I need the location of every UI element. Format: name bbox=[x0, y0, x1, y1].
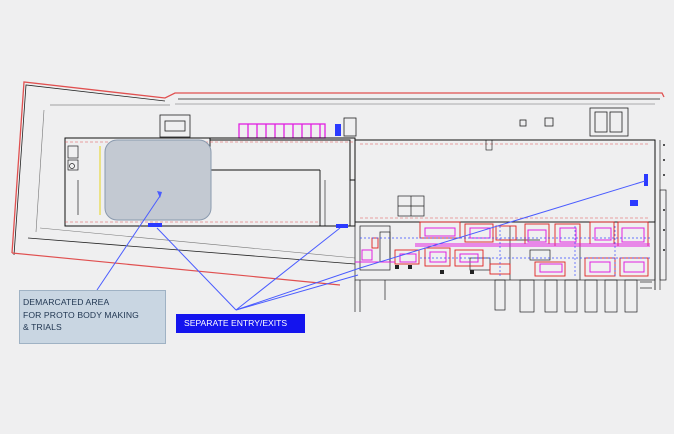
machine-cells-magenta bbox=[355, 227, 650, 273]
entry-door-2 bbox=[336, 224, 348, 228]
entry-door-top bbox=[335, 124, 341, 136]
gate-structure bbox=[159, 107, 629, 138]
callout-line-2: FOR PROTO BODY MAKING bbox=[23, 309, 139, 320]
equipment-row-top bbox=[238, 123, 326, 139]
site-boundary bbox=[11, 81, 665, 286]
callout-line-1: DEMARCATED AREA bbox=[23, 297, 110, 307]
entry-door-3 bbox=[644, 174, 648, 186]
entry-door-4 bbox=[630, 200, 638, 206]
separate-entry-exits-label: SEPARATE ENTRY/EXITS bbox=[176, 314, 305, 333]
right-wing bbox=[354, 189, 667, 313]
leader-arrowhead bbox=[157, 191, 162, 198]
callout-line-3: & TRIALS bbox=[23, 322, 62, 332]
entry-door-1 bbox=[148, 223, 162, 227]
demarcated-area-callout: DEMARCATED AREA FOR PROTO BODY MAKING & … bbox=[19, 290, 166, 344]
demarcated-proto-area bbox=[104, 139, 212, 221]
leader-lines bbox=[96, 180, 646, 311]
service-lines bbox=[360, 226, 650, 278]
detail-marks bbox=[395, 144, 665, 274]
